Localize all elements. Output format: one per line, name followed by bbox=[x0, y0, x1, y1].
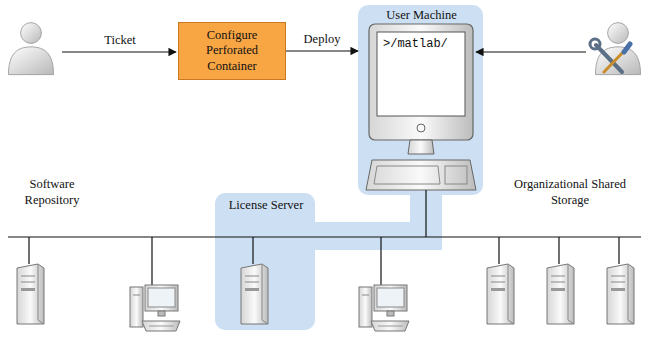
monitor bbox=[366, 24, 476, 190]
process-box: Configure Perforated Container bbox=[178, 22, 286, 80]
group-label: Organizational Shared Storage bbox=[496, 177, 644, 208]
admin-arrow bbox=[476, 51, 586, 52]
node-text: User Machine bbox=[361, 8, 482, 24]
server-icon bbox=[607, 264, 634, 324]
admin-icon bbox=[590, 23, 641, 75]
server-icon bbox=[487, 264, 514, 324]
node-text: License Server bbox=[220, 198, 312, 214]
node-text: Configure Perforated Container bbox=[183, 28, 281, 75]
ticket-arrow bbox=[62, 51, 176, 52]
server-icon bbox=[547, 264, 574, 324]
user-machine-region: User Machine >/matlab/ bbox=[358, 5, 485, 195]
arrow-label: Ticket bbox=[90, 33, 150, 49]
server-icon bbox=[241, 264, 268, 324]
group-label: Software Repository bbox=[4, 177, 100, 208]
network-bus bbox=[8, 190, 641, 285]
server-icon bbox=[17, 264, 44, 324]
screen-text-area: >/matlab/ bbox=[378, 32, 468, 116]
edge-label: Deploy bbox=[304, 32, 341, 48]
command-text: >/matlab/ bbox=[383, 37, 463, 52]
deploy-arrow bbox=[286, 50, 358, 51]
pc-icon bbox=[130, 285, 180, 331]
pc-icon bbox=[359, 285, 409, 331]
license-server-region: License Server bbox=[215, 193, 317, 233]
user-icon bbox=[8, 23, 53, 75]
